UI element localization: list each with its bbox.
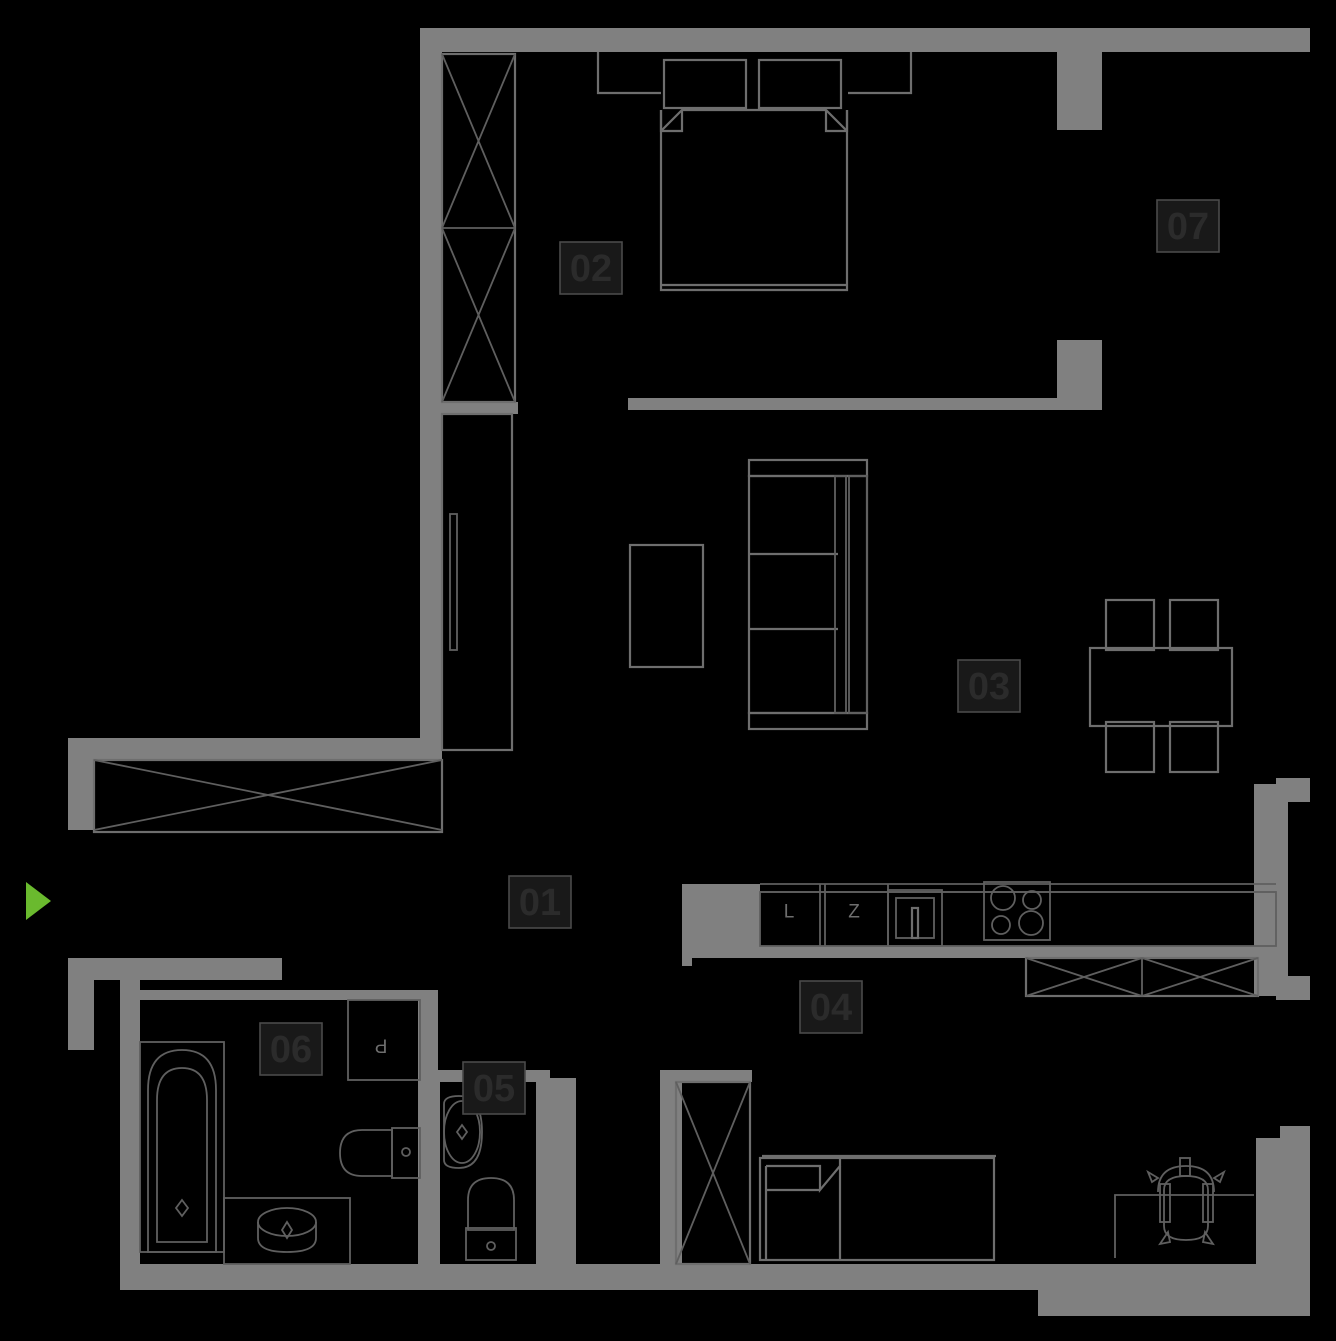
- wall-bottom-left: [120, 1264, 1060, 1290]
- wall-right-living-step: [1276, 778, 1310, 802]
- wall-bath-top: [120, 990, 350, 1000]
- walls-group: [68, 28, 1310, 1316]
- room-badge-01-label: 01: [519, 882, 561, 924]
- nightstand-right: [848, 52, 913, 95]
- kitchen-group: [759, 881, 1277, 998]
- wall-bath-right: [418, 990, 438, 1080]
- wall-balcony-notch-2: [1057, 108, 1079, 130]
- bathroom-06-fixtures: [139, 999, 421, 1265]
- washing-machine: [347, 999, 421, 1081]
- wall-bath-left: [120, 980, 140, 1264]
- wall-hall-top: [68, 738, 442, 760]
- living-room-03-furniture: [628, 458, 1234, 774]
- room-04-furniture: [674, 1080, 1254, 1266]
- dining-table: [1088, 646, 1234, 728]
- single-bed-room04: [758, 1154, 996, 1262]
- toilet-bathroom: [339, 1127, 421, 1179]
- wall-balcony-top-right: [1057, 28, 1310, 52]
- washbasin-wc: [443, 1095, 483, 1169]
- office-chair-room04: [1146, 1157, 1226, 1246]
- wall-kitchen-base-tick: [682, 946, 692, 966]
- room-badge-07-label: 07: [1167, 206, 1209, 248]
- double-bed: [659, 108, 849, 292]
- dishwasher-label: Z: [848, 902, 860, 923]
- dining-chair-bottom-left: [1104, 720, 1156, 774]
- wall-right-lower: [1256, 1138, 1310, 1270]
- dining-chair-top-right: [1168, 598, 1220, 652]
- fridge-label: L: [784, 902, 795, 923]
- wall-room04-top-jamb2: [668, 1070, 680, 1084]
- wall-bedroom-bottom-right: [628, 398, 1058, 410]
- pillow-right: [757, 58, 843, 110]
- room-badge-02-label: 02: [570, 248, 612, 290]
- wall-wc-left: [424, 1070, 440, 1264]
- wall-room04-partition: [660, 1078, 682, 1264]
- wall-bath-partition-top: [350, 990, 438, 1000]
- wall-balcony-lower-notch: [1079, 348, 1101, 384]
- dining-chair-bottom-right: [1168, 720, 1220, 774]
- room-badge-07[interactable]: 07: [1156, 199, 1220, 253]
- wall-wc-right: [536, 1078, 556, 1264]
- wall-kitchen-left-jamb: [682, 884, 760, 956]
- wardrobe-bedroom: [440, 52, 517, 404]
- washbasin-bathroom: [223, 1197, 351, 1265]
- wc-05-fixtures: [443, 1095, 517, 1261]
- kitchen-wardrobe: [1024, 956, 1260, 998]
- wall-right-living: [1254, 784, 1288, 996]
- wall-right-living-step2: [1276, 976, 1310, 1000]
- wall-right-lower-step: [1280, 1126, 1310, 1150]
- room-badge-04-label: 04: [810, 987, 852, 1029]
- room-badge-05[interactable]: 05: [462, 1061, 526, 1115]
- wall-kitchen-base-line: [686, 946, 1276, 958]
- wall-hall-left-upper: [68, 738, 94, 830]
- corridor-closet: [440, 412, 514, 752]
- sofa-three-seat: [747, 458, 869, 731]
- nightstand-left: [596, 52, 661, 95]
- dining-chair-top-left: [1104, 598, 1156, 652]
- wall-room04-left: [556, 1078, 576, 1264]
- kitchen-sink: [887, 889, 943, 947]
- room-badge-06-label: 06: [270, 1029, 312, 1071]
- kitchen-counter-body: [759, 891, 1277, 947]
- room-badge-03-label: 03: [968, 666, 1010, 708]
- hall-wardrobe: [92, 758, 444, 834]
- bathtub: [139, 1041, 225, 1253]
- room-badge-04[interactable]: 04: [799, 980, 863, 1034]
- coffee-table: [628, 543, 705, 669]
- pillow-left: [662, 58, 748, 110]
- room-badge-05-label: 05: [473, 1068, 515, 1110]
- entrance-marker[interactable]: [26, 882, 51, 920]
- room-badge-03[interactable]: 03: [957, 659, 1021, 713]
- wall-room04-top-jamb: [660, 1070, 752, 1082]
- washing-machine-label: P: [375, 1035, 388, 1056]
- wall-bottom-right: [1038, 1290, 1310, 1316]
- room-badge-01[interactable]: 01: [508, 875, 572, 929]
- kitchen-hob: [983, 881, 1051, 941]
- wall-left-upper: [420, 28, 442, 748]
- toilet-wc: [465, 1177, 517, 1261]
- room-badge-06[interactable]: 06: [259, 1022, 323, 1076]
- wall-bedroom-bottom-left: [440, 402, 518, 414]
- desk-room04: [1114, 1194, 1254, 1258]
- bedroom-02-furniture: [440, 52, 913, 404]
- wardrobe-room04: [674, 1080, 752, 1266]
- room-badge-02[interactable]: 02: [559, 241, 623, 295]
- wall-hall-bottom-left: [68, 958, 282, 980]
